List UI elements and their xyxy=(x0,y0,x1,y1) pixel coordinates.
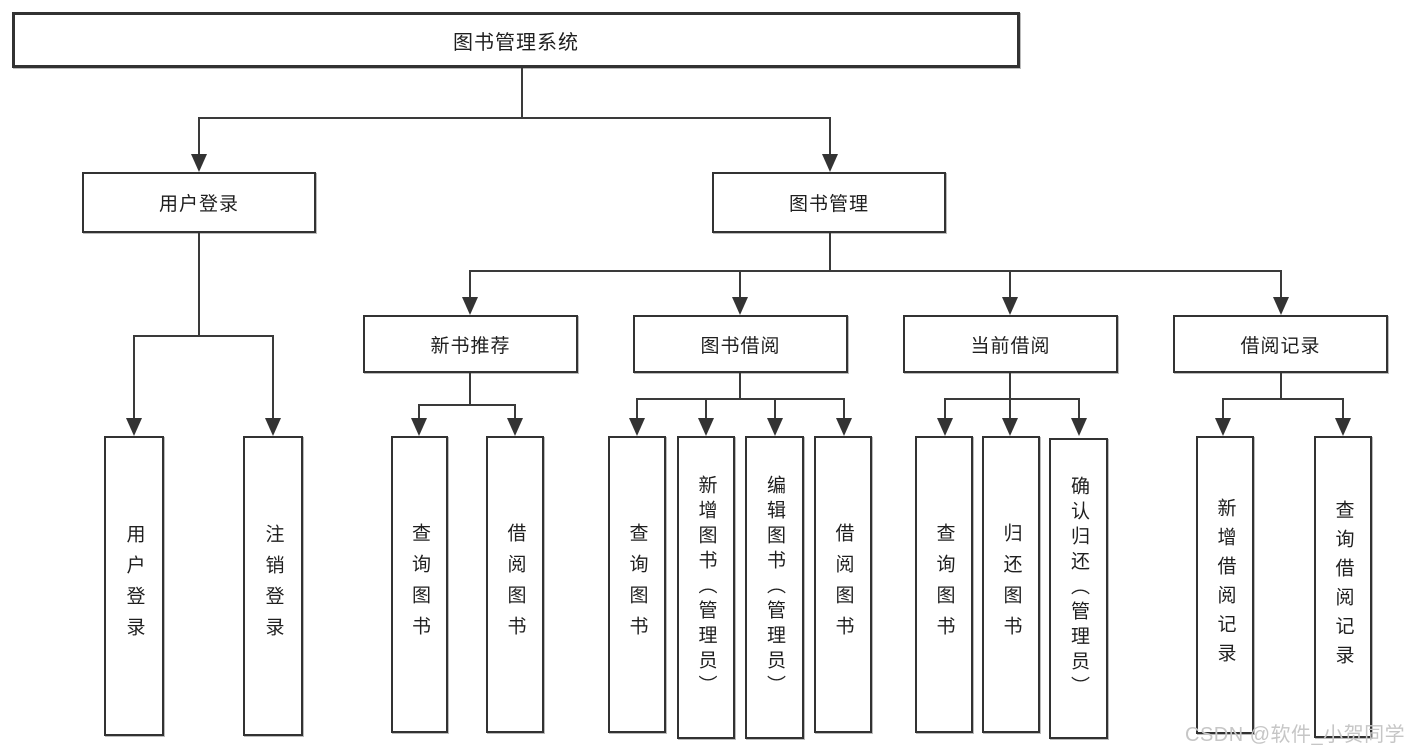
connector-current-borrow-rail xyxy=(944,398,1080,400)
connector-borrow-records-stem xyxy=(1280,373,1282,398)
connector-drop-logout-leaf xyxy=(272,335,274,418)
node-query-books-recommend: 查询图书 xyxy=(391,436,448,733)
connector-drop xyxy=(1009,398,1011,418)
node-return-books: 归还图书 xyxy=(982,436,1040,733)
connector-drop xyxy=(1342,398,1344,418)
node-book-management-label: 图书管理 xyxy=(788,194,869,215)
node-new-book-recommend: 新书推荐 xyxy=(363,315,578,373)
arrow-down-icon xyxy=(1071,418,1087,436)
arrow-down-icon xyxy=(822,154,838,172)
arrow-down-icon xyxy=(1002,297,1018,315)
connector-book-management-rail xyxy=(469,270,1282,272)
arrow-down-icon xyxy=(629,418,645,436)
connector-drop-current-borrow xyxy=(1009,270,1011,298)
connector-drop xyxy=(636,398,638,418)
node-query-books-borrow: 查询图书 xyxy=(608,436,666,733)
arrow-down-icon xyxy=(767,418,783,436)
node-current-borrow-label: 当前借阅 xyxy=(970,335,1051,357)
arrow-down-icon xyxy=(126,418,142,436)
connector-drop-book-management xyxy=(829,117,831,155)
arrow-down-icon xyxy=(937,418,953,436)
node-book-management: 图书管理 xyxy=(712,172,946,233)
connector-new-book-recommend-stem xyxy=(469,373,471,404)
connector-drop-login-leaf xyxy=(133,335,135,418)
arrow-down-icon xyxy=(1215,418,1231,436)
arrow-down-icon xyxy=(1273,297,1289,315)
arrow-down-icon xyxy=(411,418,427,436)
connector-drop xyxy=(1078,398,1080,418)
node-logout: 注销登录 xyxy=(243,436,303,736)
node-confirm-return-admin: 确认归还（管理员） xyxy=(1049,438,1108,739)
arrow-down-icon xyxy=(507,418,523,436)
node-edit-book-admin: 编辑图书（管理员） xyxy=(745,436,804,739)
node-user-login-leaf-label: 用户登录 xyxy=(123,524,145,648)
connector-new-book-recommend-rail xyxy=(418,404,516,406)
node-user-login-leaf: 用户登录 xyxy=(104,436,164,736)
arrow-down-icon xyxy=(191,154,207,172)
connector-book-borrow-rail xyxy=(636,398,845,400)
node-logout-label: 注销登录 xyxy=(262,524,284,648)
node-borrow-records: 借阅记录 xyxy=(1173,315,1388,373)
node-book-borrow-label: 图书借阅 xyxy=(700,335,781,357)
connector-drop xyxy=(705,398,707,418)
connector-borrow-records-rail xyxy=(1222,398,1344,400)
connector-drop xyxy=(944,398,946,418)
connector-user-login-stem xyxy=(198,233,200,335)
node-current-borrow: 当前借阅 xyxy=(903,315,1118,373)
connector-drop-new-book-recommend xyxy=(469,270,471,298)
connector-drop xyxy=(774,398,776,418)
arrow-down-icon xyxy=(836,418,852,436)
node-query-books-current: 查询图书 xyxy=(915,436,973,733)
node-new-book-recommend-label: 新书推荐 xyxy=(430,335,511,357)
connector-drop-user-login xyxy=(198,117,200,155)
connector-drop xyxy=(843,398,845,418)
connector-current-borrow-stem xyxy=(1009,373,1011,398)
arrow-down-icon xyxy=(732,297,748,315)
node-user-login-label: 用户登录 xyxy=(158,194,239,215)
connector-drop-book-borrow xyxy=(739,270,741,298)
node-query-borrow-record: 查询借阅记录 xyxy=(1314,436,1372,738)
csdn-watermark: CSDN @软件_小贺同学 xyxy=(1185,724,1405,746)
arrow-down-icon xyxy=(698,418,714,436)
node-add-borrow-record: 新增借阅记录 xyxy=(1196,436,1254,734)
connector-drop xyxy=(418,404,420,418)
node-borrow-books-recommend: 借阅图书 xyxy=(486,436,544,733)
node-root-label: 图书管理系统 xyxy=(453,31,579,54)
connector-root-rail xyxy=(198,117,831,119)
connector-drop xyxy=(1222,398,1224,418)
node-borrow-records-label: 借阅记录 xyxy=(1240,335,1321,357)
node-borrow-books-borrow: 借阅图书 xyxy=(814,436,872,733)
arrow-down-icon xyxy=(265,418,281,436)
connector-drop-borrow-records xyxy=(1280,270,1282,298)
node-add-book-admin: 新增图书（管理员） xyxy=(677,436,735,739)
arrow-down-icon xyxy=(1002,418,1018,436)
connector-book-management-stem xyxy=(829,233,831,270)
arrow-down-icon xyxy=(1335,418,1351,436)
connector-book-borrow-stem xyxy=(739,373,741,398)
node-user-login: 用户登录 xyxy=(82,172,316,233)
connector-user-login-rail xyxy=(133,335,274,337)
connector-drop xyxy=(514,404,516,418)
connector-root-stem xyxy=(521,68,523,118)
arrow-down-icon xyxy=(462,297,478,315)
node-root: 图书管理系统 xyxy=(12,12,1020,68)
node-book-borrow: 图书借阅 xyxy=(633,315,848,373)
